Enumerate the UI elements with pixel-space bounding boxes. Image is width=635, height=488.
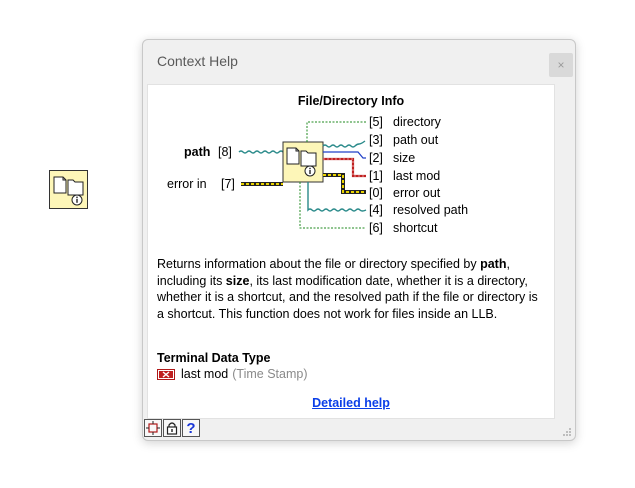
- output-label-directory: directory: [393, 115, 442, 129]
- error-out-wire: [323, 174, 366, 193]
- output-index-size: [2]: [369, 151, 383, 165]
- help-button[interactable]: ?: [182, 419, 200, 437]
- output-label-resolved-path: resolved path: [393, 203, 468, 217]
- shortcut-wire: [299, 182, 366, 229]
- title-bar[interactable]: Context Help ×: [143, 40, 575, 84]
- question-mark-icon: ?: [186, 420, 196, 437]
- detailed-help-link[interactable]: Detailed help: [312, 396, 390, 410]
- input-index-error-in: [7]: [221, 177, 235, 191]
- input-label-path: path: [184, 145, 210, 159]
- terminal-type: (Time Stamp): [232, 367, 308, 381]
- output-label-error-out: error out: [393, 186, 441, 200]
- function-title: File/Directory Info: [297, 94, 405, 108]
- resize-grip-icon[interactable]: [562, 427, 572, 437]
- context-help-window[interactable]: Context Help × File/Directory Info path …: [142, 39, 576, 441]
- lock-icon: [166, 422, 178, 435]
- output-label-path-out: path out: [393, 133, 439, 147]
- description-term-size: size: [225, 273, 250, 288]
- input-label-error-in: error in: [167, 177, 207, 191]
- description-term-path: path: [480, 257, 507, 271]
- timestamp-terminal-icon: [157, 368, 175, 380]
- output-label-shortcut: shortcut: [393, 221, 438, 235]
- directory-wire: [306, 121, 366, 142]
- file-directory-info-icon[interactable]: [49, 170, 88, 209]
- output-index-shortcut: [6]: [369, 221, 383, 235]
- path-out-wire: [322, 140, 366, 148]
- terminal-name: last mod: [181, 367, 229, 381]
- error-out-wire-outer: [323, 173, 366, 194]
- function-description: Returns information about the file or di…: [157, 256, 547, 322]
- close-button[interactable]: ×: [549, 53, 573, 77]
- output-index-directory: [5]: [369, 115, 383, 129]
- output-label-size: size: [393, 151, 415, 165]
- output-index-error-out: [0]: [369, 186, 383, 200]
- description-text: Returns information about the file or di…: [157, 257, 481, 271]
- terminal-data-type-row: last mod (Time Stamp): [157, 367, 308, 381]
- help-content: File/Directory Info path [8] error in [7…: [147, 84, 555, 419]
- terminal-data-type-heading: Terminal Data Type: [157, 351, 271, 365]
- description-text: , including its: [157, 257, 510, 288]
- terminals-icon: [146, 421, 160, 435]
- lock-button[interactable]: [163, 419, 181, 437]
- size-wire: [323, 151, 366, 159]
- description-text: , its last modification date, whether it…: [157, 273, 538, 321]
- resolved-path-wire: [307, 182, 367, 212]
- show-optional-terminals-button[interactable]: [144, 419, 162, 437]
- window-title: Context Help: [157, 53, 238, 69]
- input-index-path: [8]: [218, 145, 232, 159]
- path-in-wire: [238, 150, 284, 154]
- output-index-path-out: [3]: [369, 133, 383, 147]
- help-toolbar: ?: [144, 419, 201, 439]
- output-index-resolved-path: [4]: [369, 203, 383, 217]
- output-index-last-mod: [1]: [369, 169, 383, 183]
- connector-pane-diagram: path [8] error in [7]: [167, 115, 468, 235]
- output-label-last-mod: last mod: [393, 169, 440, 183]
